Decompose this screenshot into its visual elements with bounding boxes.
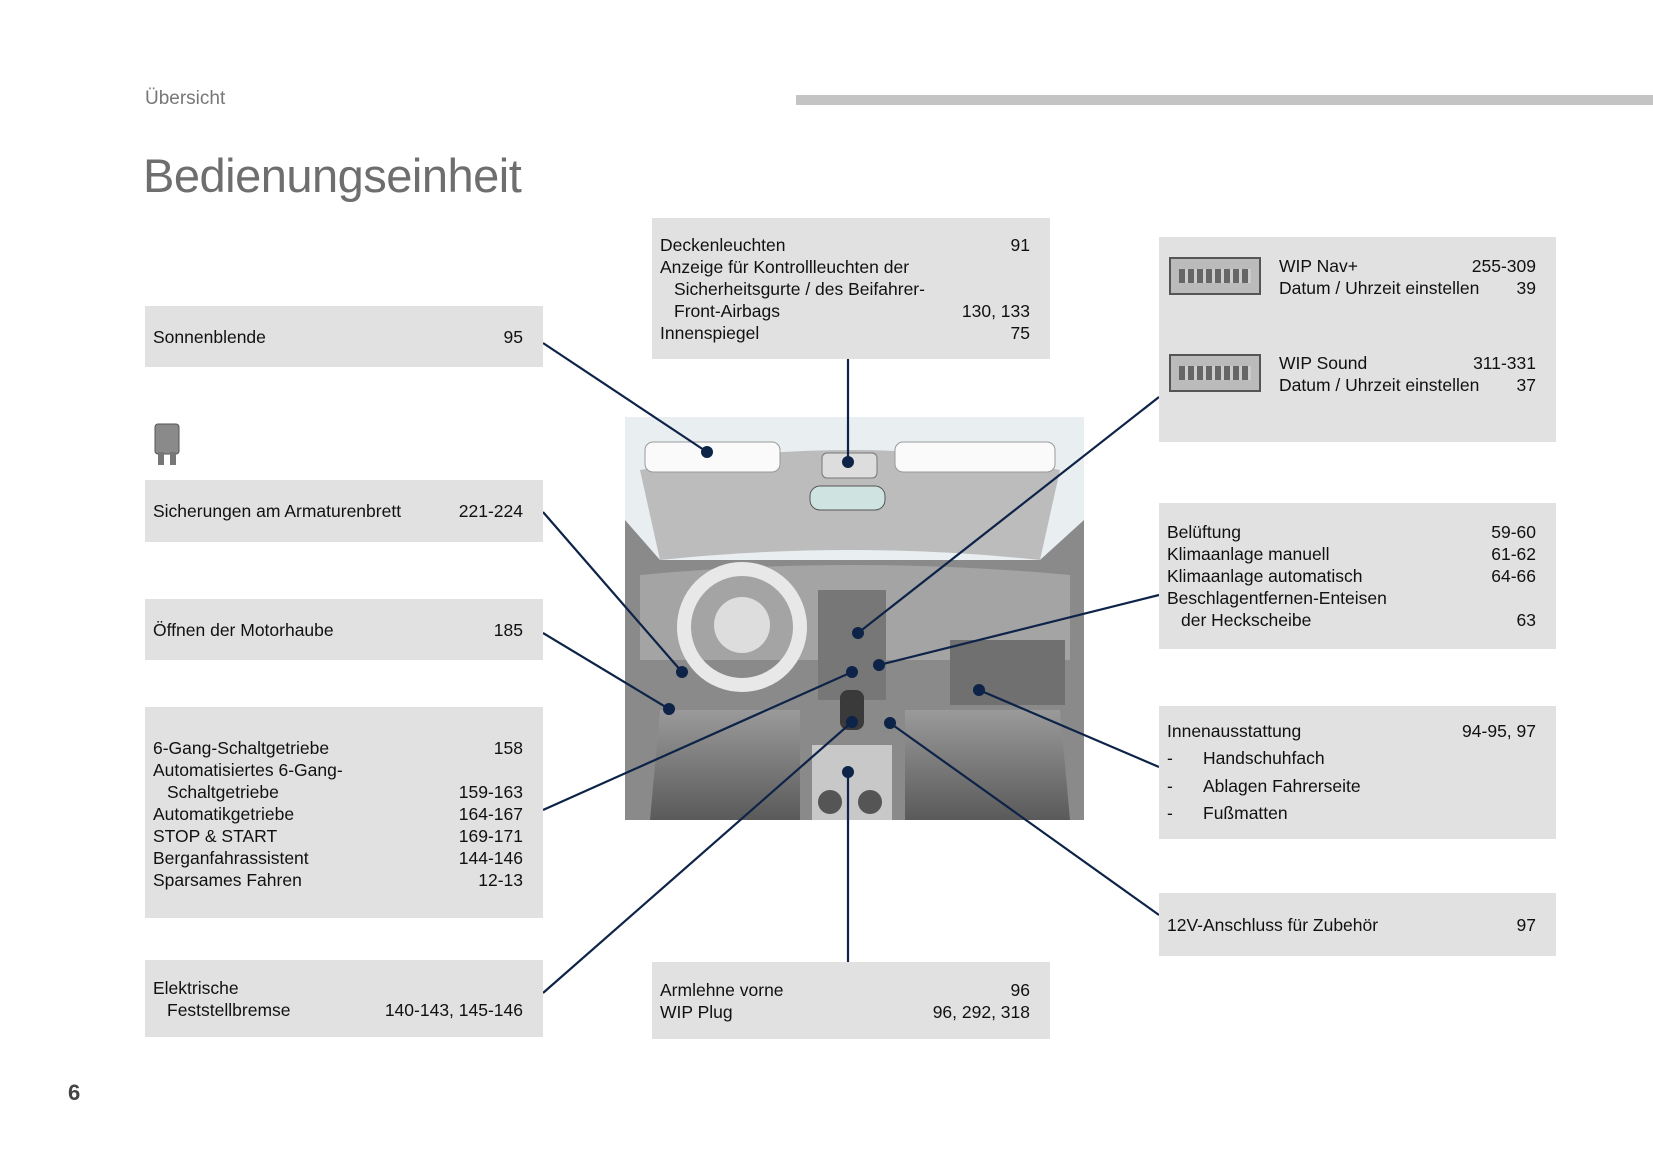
label: Schaltgetriebe [167,782,279,802]
label: Berganfahrassistent [153,848,309,868]
page-ref: 75 [1010,322,1030,343]
label: der Heckscheibe [1181,610,1312,630]
label: Sonnenblende [153,326,266,347]
page-ref: 221-224 [458,501,523,521]
page-ref: 61-62 [1491,544,1536,564]
callout-ceiling-lights: Deckenleuchten 91 Anzeige für Kontrollleu… [652,218,1050,359]
car-interior-image [625,417,1084,820]
callout-audio: WIP Nav+ 255-309 Datum / Uhrzeit einstell… [1159,237,1556,442]
dash: - [1167,775,1173,796]
callout-parking-brake: Elektrische Feststellbremse 140-143, 145-… [145,960,543,1037]
label: Anzeige für Kontrollleuchten der [660,256,910,277]
page-ref: 96, 292, 318 [932,1001,1030,1022]
label: WIP Nav+ [1279,256,1358,276]
page-ref: 12-13 [478,870,523,890]
page-ref: 255-309 [1471,256,1536,276]
fuse-icon [154,423,180,465]
label: WIP Sound [1279,353,1368,373]
page-ref: 185 [493,619,523,640]
page-ref: 63 [1516,610,1536,630]
label: Front-Airbags [674,300,781,321]
label: Innenspiegel [660,322,760,343]
label: Elektrische [153,977,239,998]
header-bar [796,95,1653,105]
page-ref: 164-167 [458,804,523,824]
label: STOP & START [153,826,278,846]
callout-sun-visor: Sonnenblende 95 [145,306,543,367]
label: Datum / Uhrzeit einstellen [1279,375,1480,395]
label: Armlehne vorne [660,979,784,1000]
callout-fuses: Sicherungen am Armaturenbrett 221-224 [145,480,543,542]
list-item: Handschuhfach [1203,748,1325,768]
page-ref: 37 [1516,375,1536,395]
label: 12V-Anschluss für Zubehör [1167,914,1379,935]
page-title: Bedienungseinheit [143,149,522,202]
label: Klimaanlage manuell [1167,544,1330,564]
callout-armrest: Armlehne vorne 96 WIP Plug 96, 292, 318 [652,962,1050,1039]
page-ref: 59-60 [1491,522,1536,542]
label: Öffnen der Motorhaube [153,619,334,640]
label: Deckenleuchten [660,234,786,255]
label: WIP Plug [660,1001,733,1022]
page-number: 6 [68,1080,81,1105]
page-ref: 91 [1010,234,1030,255]
radio-nav-icon [1169,257,1261,295]
page-ref: 159-163 [458,782,523,802]
page-ref: 97 [1516,914,1536,935]
page-ref: 158 [493,738,523,758]
label: Feststellbremse [167,999,291,1020]
list-item: Fußmatten [1203,803,1288,823]
label: 6-Gang-Schaltgetriebe [153,738,330,758]
callout-lines [542,342,1160,994]
callout-gearbox: 6-Gang-Schaltgetriebe 158 Automatisiertes… [145,707,543,918]
dash: - [1167,803,1173,823]
callout-12v-socket: 12V-Anschluss für Zubehör 97 [1159,893,1556,956]
label: Sicherungen am Armaturenbrett [153,501,402,521]
label: Belüftung [1167,522,1241,542]
page-ref: 169-171 [458,826,523,846]
page-ref: 64-66 [1491,566,1536,586]
list-item: Ablagen Fahrerseite [1203,775,1361,796]
callout-dots [663,446,985,778]
label: Sicherheitsgurte / des Beifahrer- [674,278,925,299]
label: Automatisiertes 6-Gang- [153,760,343,780]
page-ref: 144-146 [458,848,523,868]
page-ref: 130, 133 [961,300,1030,321]
page-ref: 311-331 [1473,353,1536,373]
label: Datum / Uhrzeit einstellen [1279,278,1480,298]
label: Automatikgetriebe [153,804,295,824]
callout-bonnet: Öffnen der Motorhaube 185 [145,599,543,660]
label: Klimaanlage automatisch [1167,566,1363,586]
label: Sparsames Fahren [153,870,302,890]
page-ref: 94-95, 97 [1462,720,1536,741]
page-ref: 140-143, 145-146 [384,999,523,1020]
callout-interior: Innenausstattung 94-95, 97 - Handschuhfach… [1159,706,1556,839]
dash: - [1167,748,1173,768]
section-label: Übersicht [145,88,226,109]
page-ref: 39 [1516,278,1536,298]
page-ref: 96 [1010,979,1030,1000]
label: Innenausstattung [1167,720,1302,741]
label: Beschlagentfernen-Enteisen [1167,588,1387,608]
page-ref: 95 [503,326,523,347]
radio-sound-icon [1169,354,1261,392]
